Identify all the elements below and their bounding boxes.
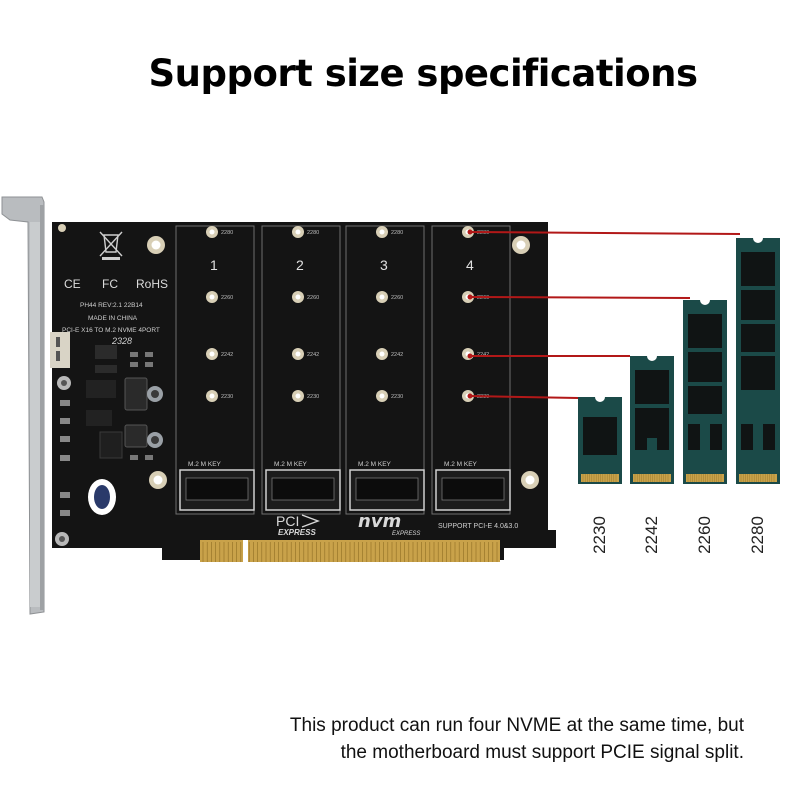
nvm-logo: nvm — [358, 511, 401, 532]
mount-size-label: 2230 — [221, 394, 233, 400]
footer-line-1: This product can run four NVME at the sa… — [289, 715, 744, 736]
slot-number: 2 — [296, 257, 304, 273]
metal-bracket — [1, 196, 45, 615]
mount-size-label: 2260 — [221, 295, 233, 301]
ssd-size-label: 2242 — [642, 516, 661, 554]
batch-number: 2328 — [111, 336, 132, 346]
mount-size-label: 2280 — [391, 230, 403, 236]
cert-rohs: RoHS — [136, 277, 168, 291]
ssd-2280: 2280 — [736, 238, 780, 554]
inductor — [124, 377, 148, 411]
pcb-board — [52, 222, 556, 562]
mount-size-label: 2242 — [307, 352, 319, 358]
ssd-2230: 2230 — [578, 397, 622, 554]
footer-line-2: the motherboard must support PCIE signal… — [340, 742, 744, 763]
board-mount-holes — [58, 224, 539, 489]
key-label: M.2 M KEY — [358, 461, 392, 468]
ssd-2242: 2242 — [630, 356, 674, 554]
key-label: M.2 M KEY — [274, 461, 308, 468]
size-pointer-lines — [467, 229, 741, 399]
mount-size-label: 2280 — [221, 230, 233, 236]
board-components — [50, 332, 163, 546]
footer-note: This product can run four NVME at the sa… — [224, 712, 744, 766]
mount-size-label: 2230 — [391, 394, 403, 400]
nvm-logo-sub: EXPRESS — [392, 531, 420, 537]
ssd-size-label: 2230 — [590, 516, 609, 554]
slot-number: 3 — [380, 257, 388, 273]
mount-size-label: 2230 — [307, 394, 319, 400]
pcie-logo-sub: EXPRESS — [278, 528, 316, 537]
ssd-size-label: 2260 — [695, 516, 714, 554]
mount-size-label: 2242 — [391, 352, 403, 358]
page-title: Support size specifications — [148, 52, 698, 95]
cert-fc: FC — [102, 277, 118, 291]
cert-ce: CE — [64, 277, 81, 291]
pcie-logo: PCI — [276, 513, 299, 529]
slot-number: 1 — [210, 257, 218, 273]
mount-size-label: 2260 — [307, 295, 319, 301]
mount-size-label: 2242 — [221, 352, 233, 358]
ssd-2260: 2260 — [683, 300, 727, 554]
slot-number: 4 — [466, 257, 474, 273]
mount-size-label: 2280 — [307, 230, 319, 236]
key-label: M.2 M KEY — [444, 461, 478, 468]
support-text: SUPPORT PCI-E 4.0&3.0 — [438, 523, 518, 530]
silkscreen: CE FC RoHS PH44 REV:2.1 22B14 MADE IN CH… — [62, 231, 518, 537]
power-connector — [50, 332, 70, 368]
model-line: PH44 REV:2.1 22B14 — [80, 302, 143, 309]
made-in-label: MADE IN CHINA — [88, 315, 138, 322]
ssd-size-label: 2280 — [748, 516, 767, 554]
inductor — [124, 424, 148, 448]
mount-size-label: 2260 — [391, 295, 403, 301]
product-line: PCI-E X16 TO M.2 NVME 4PORT — [62, 327, 160, 334]
key-label: M.2 M KEY — [188, 461, 222, 468]
weee-icon — [99, 231, 123, 260]
